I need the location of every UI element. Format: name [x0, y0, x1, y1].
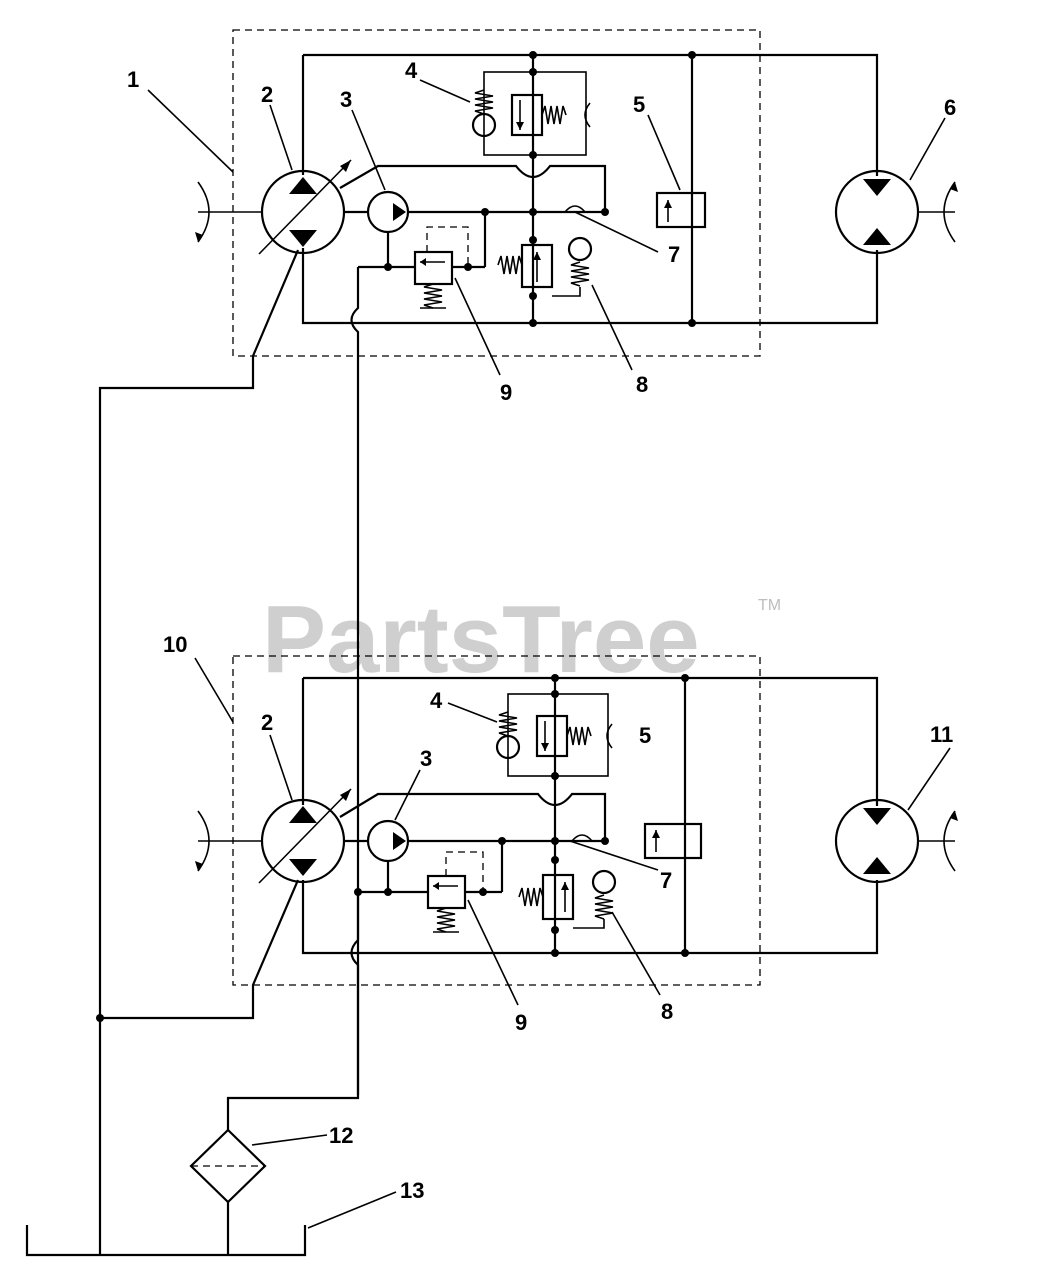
variable-pump-upper	[257, 158, 353, 256]
leader-lines	[147, 79, 951, 1229]
callout-9-upper: 9	[500, 380, 512, 405]
wheel-motor-lower	[834, 798, 920, 884]
callout-8-upper: 8	[636, 372, 648, 397]
callout-4-lower: 4	[430, 688, 443, 713]
callout-10: 10	[163, 632, 187, 657]
callout-5-lower: 5	[639, 723, 651, 748]
filter-and-reservoir	[25, 985, 360, 1257]
callout-2-upper: 2	[261, 82, 273, 107]
watermark-tm: TM	[758, 597, 781, 614]
callout-8-lower: 8	[661, 999, 673, 1024]
callout-9-lower: 9	[515, 1010, 527, 1035]
callout-7-upper: 7	[668, 242, 680, 267]
variable-pump-lower	[257, 787, 353, 885]
charge-pump-upper	[366, 190, 410, 234]
callout-labels: 1 2 3 4 5 6 7 8 9 10 2 3 4 5 11 7 8 9 12…	[127, 58, 956, 1203]
callout-12: 12	[329, 1123, 353, 1148]
charge-pump-lower	[366, 819, 410, 863]
lower-transaxle	[96, 655, 959, 1022]
callout-7-lower: 7	[660, 868, 672, 893]
callout-3-lower: 3	[420, 746, 432, 771]
watermark: PartsTree	[262, 586, 700, 693]
reservoir-icon	[25, 1225, 307, 1257]
upper-transaxle	[98, 29, 959, 1255]
callout-5-upper: 5	[633, 92, 645, 117]
callout-6: 6	[944, 95, 956, 120]
callout-1: 1	[127, 67, 139, 92]
callout-2-lower: 2	[261, 710, 273, 735]
wheel-motor-upper	[834, 169, 920, 255]
callout-13: 13	[400, 1178, 424, 1203]
callout-11: 11	[930, 722, 953, 747]
callout-4-upper: 4	[405, 58, 418, 83]
callout-3-upper: 3	[340, 87, 352, 112]
